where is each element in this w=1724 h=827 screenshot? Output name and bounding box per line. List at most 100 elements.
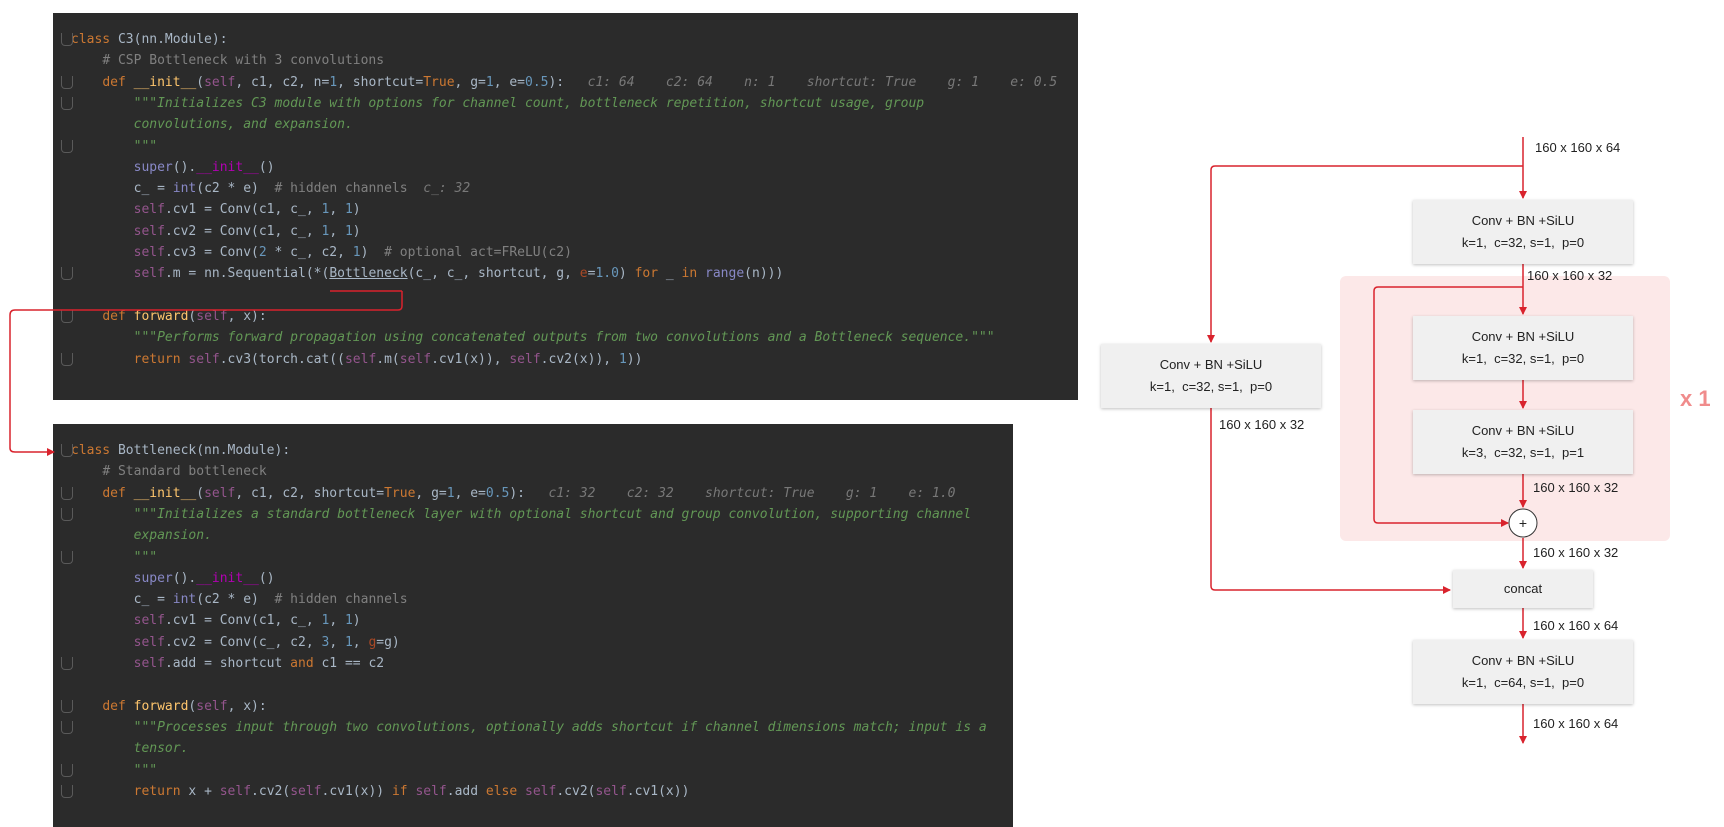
code-token: self — [133, 202, 165, 218]
bottleneck-conv1: Conv + BN +SiLU k=1, c=32, s=1, p=0 — [1413, 316, 1633, 380]
fold-marker-icon[interactable] — [61, 507, 73, 521]
fold-marker-icon[interactable] — [61, 486, 73, 500]
code-token: self — [188, 351, 220, 367]
fold-marker-icon[interactable] — [61, 33, 73, 46]
code-token: ) — [360, 245, 385, 260]
code-token: self — [204, 74, 236, 90]
fold-marker-icon[interactable] — [61, 763, 73, 777]
fold-marker-icon[interactable] — [61, 309, 73, 323]
code-line: """ — [71, 760, 157, 781]
code-token: c1: 64 c2: 64 n: 1 shortcut: True g: 1 e… — [587, 74, 1058, 90]
code-token: # Standard bottleneck — [102, 464, 267, 480]
code-token: int — [172, 181, 197, 197]
code-token: , g= — [415, 485, 447, 501]
code-token: , g= — [454, 74, 486, 90]
code-token: .cv2(x)), — [540, 351, 619, 367]
shape-label-after-add: 160 x 160 x 32 — [1533, 545, 1619, 560]
code-token: ) — [352, 613, 361, 629]
shape-label-after-top: 160 x 160 x 32 — [1527, 268, 1613, 283]
fold-marker-icon[interactable] — [61, 720, 73, 734]
code-token: .cv1 = Conv(c1, c_, — [164, 202, 322, 218]
code-token: def — [102, 698, 134, 714]
code-line: def forward(self, x): — [71, 306, 266, 327]
fold-marker-icon[interactable] — [61, 699, 73, 713]
code-token: __init__ — [196, 570, 259, 586]
code-token: self — [525, 783, 557, 799]
code-token: 1 — [485, 74, 494, 90]
fold-marker-icon[interactable] — [61, 784, 73, 798]
code-token: 3 — [321, 634, 330, 650]
code-token: ) — [618, 266, 635, 282]
bn-conv2-title: Conv + BN +SiLU — [1471, 423, 1575, 438]
code-token: class — [71, 443, 118, 458]
fold-marker-icon[interactable] — [61, 96, 73, 110]
code-token: __init__ — [196, 159, 259, 175]
code-token: 1 — [344, 223, 353, 239]
code-token: __init__ — [133, 74, 197, 90]
code-token: , — [352, 634, 369, 650]
code-token: self — [344, 351, 377, 367]
code-token: , x): — [227, 698, 267, 714]
code-token: return — [133, 351, 189, 367]
code-token: ( — [196, 74, 205, 90]
code-token: x + — [188, 783, 220, 799]
code-token: () — [258, 570, 275, 586]
code-token: .m = nn.Sequential(*( — [164, 266, 330, 282]
code-token: .add = shortcut — [164, 656, 291, 671]
fold-marker-icon[interactable] — [61, 352, 73, 366]
code-token: self — [219, 783, 252, 799]
code-token: # CSP Bottleneck with 3 convolutions — [102, 53, 385, 69]
code-token: self — [196, 308, 228, 324]
code-token: self — [509, 351, 541, 367]
fold-marker-icon[interactable] — [61, 444, 73, 457]
fold-marker-icon[interactable] — [61, 139, 73, 153]
code-token: 0.5 — [485, 485, 510, 501]
conv-left-title: Conv + BN +SiLU — [1159, 357, 1263, 372]
code-token: def — [102, 74, 134, 90]
shape-label-left-out: 160 x 160 x 32 — [1219, 417, 1305, 432]
fold-marker-icon[interactable] — [61, 75, 73, 89]
fold-marker-icon[interactable] — [61, 657, 73, 670]
code-token: .m( — [376, 351, 400, 367]
code-token: int — [172, 592, 197, 608]
code-token: , — [329, 202, 345, 218]
wire-left-concat — [1210, 408, 1451, 594]
code-token: 1 — [321, 202, 330, 218]
code-line: """Initializes C3 module with options fo… — [71, 93, 925, 114]
code-line: self.cv2 = Conv(c_, c2, 3, 1, g=g) — [71, 632, 400, 653]
fold-marker-icon[interactable] — [61, 267, 73, 281]
code-token: () — [258, 159, 275, 175]
code-token: ) — [352, 223, 361, 239]
fold-marker-icon[interactable] — [61, 550, 73, 564]
code-token: .cv3 = Conv( — [164, 245, 259, 260]
code-token: class — [71, 32, 118, 47]
code-token: 1 — [321, 613, 330, 629]
conv-block-top: Conv + BN +SiLU k=1, c=32, s=1, p=0 — [1413, 200, 1633, 264]
code-token: else — [485, 783, 526, 799]
code-token: True — [423, 74, 455, 90]
code-token: .cv1(x)), — [431, 351, 510, 367]
code-token: ) — [352, 202, 361, 218]
code-token: (c_, c_, shortcut, g, — [407, 266, 580, 282]
code-token: e — [579, 266, 588, 282]
code-token: , e= — [454, 485, 486, 501]
conv-top-title: Conv + BN +SiLU — [1471, 213, 1575, 228]
code-token: =g) — [376, 634, 400, 650]
bn-conv1-params: k=1, c=32, s=1, p=0 — [1461, 351, 1585, 366]
code-token: self — [196, 698, 228, 714]
code-token: 0.5 — [525, 74, 549, 90]
code-token: Bottleneck(nn.Module): — [117, 443, 291, 458]
code-line: # Standard bottleneck — [71, 461, 267, 482]
code-token: (n))) — [744, 266, 784, 282]
code-token: True — [384, 485, 416, 501]
code-token: forward — [133, 698, 189, 714]
code-token: """ — [133, 138, 158, 154]
concat-label: concat — [1503, 581, 1543, 596]
code-line: def forward(self, x): — [71, 696, 267, 717]
code-token: .add — [446, 783, 486, 799]
code-token: forward — [133, 308, 189, 324]
code-token: range — [705, 266, 745, 282]
code-line: return self.cv3(torch.cat((self.m(self.c… — [71, 349, 643, 370]
code-token: for — [634, 266, 666, 282]
link-bottleneck-usage — [9, 291, 403, 456]
